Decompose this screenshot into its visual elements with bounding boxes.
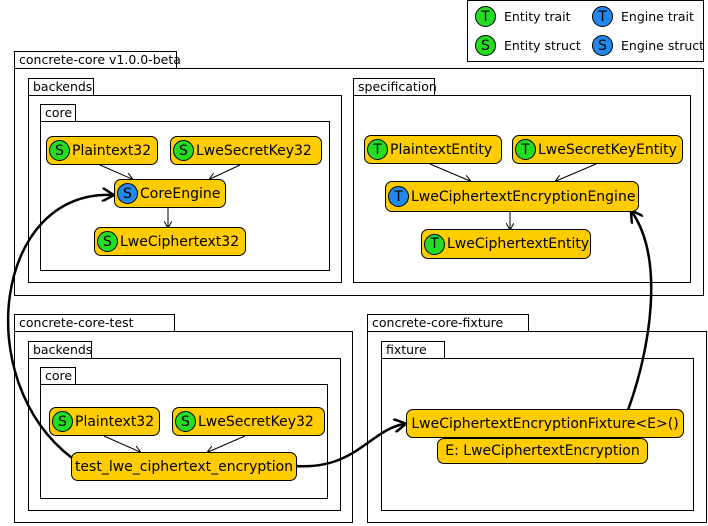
entity-trait-icon: T	[424, 233, 445, 255]
entity-struct-icon: S	[97, 231, 118, 252]
node-spec-lweciphertext-entity: T LweCiphertextEntity	[421, 229, 591, 259]
legend-label: Engine trait	[621, 9, 694, 24]
engine-trait-icon: T	[592, 6, 613, 27]
package-core-tab: core	[40, 104, 76, 122]
engine-struct-icon: S	[117, 183, 138, 204]
package-core-tab: core	[40, 367, 76, 385]
node-label: LweCiphertextEncryptionEngine	[411, 188, 636, 205]
node-fixture-function: LweCiphertextEncryptionFixture<E>()	[406, 409, 684, 438]
package-core	[40, 384, 328, 499]
node-label: test_lwe_ciphertext_encryption	[74, 458, 294, 475]
entity-struct-icon: S	[49, 140, 70, 161]
node-core-plaintext32: S Plaintext32	[46, 136, 158, 165]
entity-struct-icon: S	[475, 35, 496, 56]
node-label: Plaintext32	[75, 413, 155, 430]
node-test-lwesecretkey32: S LweSecretKey32	[172, 407, 325, 436]
node-label: LweSecretKey32	[198, 413, 314, 430]
entity-trait-icon: T	[475, 6, 496, 27]
package-backends-tab: backends	[28, 341, 92, 359]
entity-struct-icon: S	[175, 411, 196, 432]
node-label: Plaintext32	[72, 142, 152, 159]
node-label: LweCiphertext32	[120, 233, 240, 250]
node-spec-plaintext-entity: T PlaintextEntity	[364, 135, 502, 164]
node-label: E: LweCiphertextEncryption	[445, 443, 640, 459]
legend-entity-trait: T Entity trait	[475, 6, 571, 27]
node-spec-lwesecretkey-entity: T LweSecretKeyEntity	[512, 135, 683, 164]
legend	[467, 0, 704, 62]
package-fixture-tab: fixture	[381, 341, 445, 359]
engine-trait-icon: T	[388, 186, 409, 207]
package-backends-tab: backends	[28, 78, 94, 96]
legend-entity-struct: S Entity struct	[475, 35, 581, 56]
node-fixture-parameter: E: LweCiphertextEncryption	[437, 438, 648, 464]
node-label: LweSecretKey32	[196, 142, 312, 159]
entity-trait-icon: T	[367, 139, 388, 160]
entity-struct-icon: S	[52, 411, 73, 432]
legend-engine-trait: T Engine trait	[592, 6, 694, 27]
legend-label: Engine struct	[621, 38, 705, 53]
node-label: CoreEngine	[140, 185, 221, 202]
package-concrete-core-fixture-tab: concrete-core-fixture	[367, 314, 529, 332]
node-label: LweSecretKeyEntity	[538, 141, 677, 158]
legend-label: Entity trait	[504, 9, 571, 24]
node-test-plaintext32: S Plaintext32	[49, 407, 160, 436]
entity-trait-icon: T	[515, 139, 536, 160]
node-core-lwesecretkey32: S LweSecretKey32	[170, 136, 322, 165]
node-label: LweCiphertextEntity	[447, 236, 590, 252]
node-label: PlaintextEntity	[390, 141, 493, 158]
node-core-engine: S CoreEngine	[114, 179, 226, 208]
legend-label: Entity struct	[504, 38, 581, 53]
entity-struct-icon: S	[173, 140, 194, 161]
package-concrete-core-test-tab: concrete-core-test	[14, 314, 175, 332]
node-test-function: test_lwe_ciphertext_encryption	[71, 452, 297, 481]
package-concrete-core-tab: concrete-core v1.0.0-beta	[14, 51, 181, 69]
node-core-lweciphertext32: S LweCiphertext32	[94, 227, 246, 256]
package-specification-tab: specification	[353, 78, 437, 96]
engine-struct-icon: S	[592, 35, 613, 56]
node-spec-encryption-engine: T LweCiphertextEncryptionEngine	[385, 181, 639, 212]
node-label: LweCiphertextEncryptionFixture<E>()	[411, 415, 679, 432]
legend-engine-struct: S Engine struct	[592, 35, 704, 56]
